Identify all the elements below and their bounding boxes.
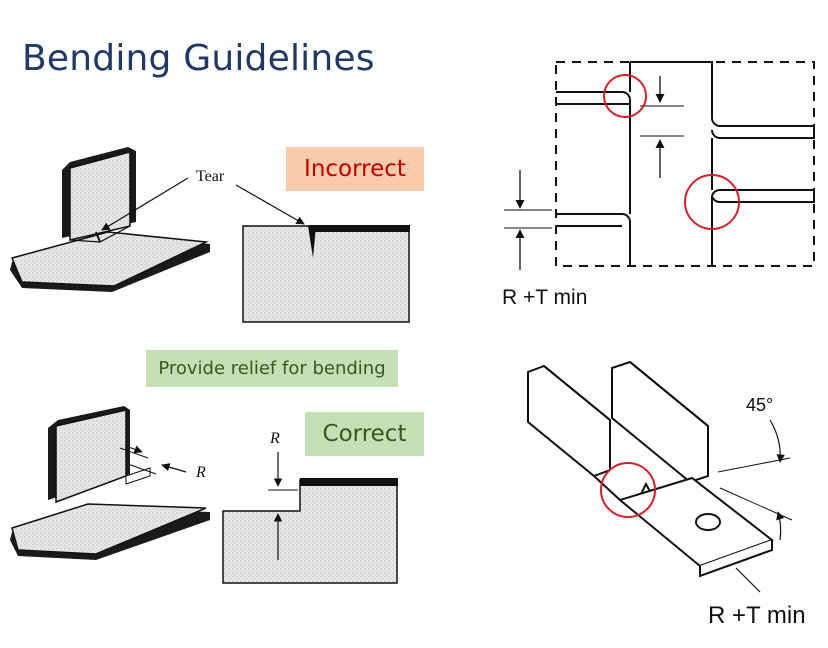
correct-section-view (222, 478, 398, 584)
tear-label: Tear (196, 168, 225, 185)
angle-arrow-top (769, 419, 785, 463)
correct-bent-part (10, 406, 210, 560)
bracket-drawing (527, 360, 775, 578)
rt-min-label-top: R +T min (502, 286, 588, 309)
flat-pattern-drawing (555, 61, 815, 267)
incorrect-bent-part (10, 147, 210, 292)
relief-label: Provide relief for bending (146, 350, 398, 387)
r-label-side: R (196, 464, 206, 481)
highlight-circle-slot-1 (603, 74, 647, 118)
incorrect-label: Incorrect (286, 147, 424, 191)
incorrect-section-view (242, 225, 410, 323)
r-dim-arrow-a (125, 445, 143, 454)
r-label-top: R (270, 430, 280, 447)
correct-label: Correct (305, 412, 424, 456)
angle-arrow-bottom (776, 511, 785, 541)
highlight-circle-slot-2 (684, 174, 740, 230)
highlight-circle-relief (600, 462, 656, 518)
r-dim-arrow-b (161, 463, 187, 473)
tear-arrow-left (101, 177, 189, 231)
angle-label: 45° (746, 395, 774, 415)
rt-min-label-bottom: R +T min (708, 602, 806, 629)
tear-arrow-right (235, 184, 305, 225)
slide-title: Bending Guidelines (22, 38, 375, 79)
rt-leader-bottom (735, 567, 761, 593)
